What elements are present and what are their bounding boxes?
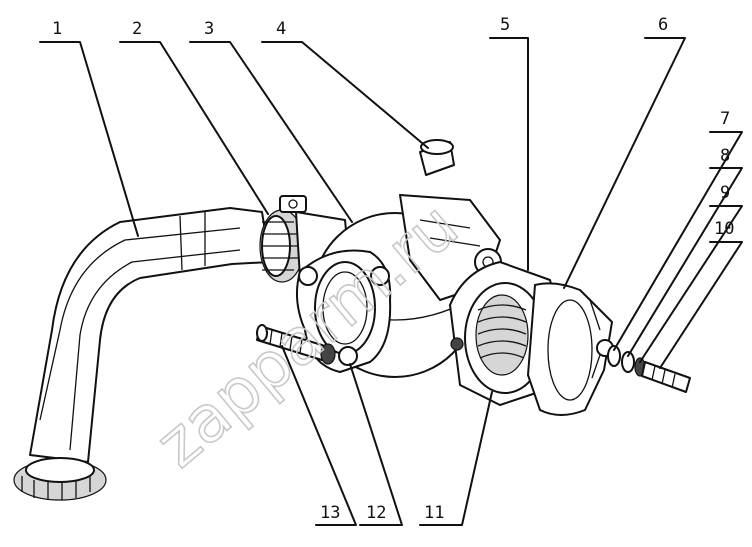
callout-13: 13 bbox=[320, 503, 340, 523]
thermostat-cover-part-6 bbox=[527, 282, 614, 416]
callout-7: 7 bbox=[720, 109, 730, 129]
callout-2: 2 bbox=[132, 19, 142, 39]
fastener-set-parts-7-10 bbox=[607, 345, 691, 393]
callout-8: 8 bbox=[720, 146, 730, 166]
stud-part-13 bbox=[256, 324, 336, 365]
callout-11: 11 bbox=[424, 503, 444, 523]
callout-10: 10 bbox=[714, 219, 734, 239]
hose-part-1 bbox=[13, 207, 271, 501]
callout-12: 12 bbox=[366, 503, 386, 523]
callout-5: 5 bbox=[500, 15, 510, 35]
callout-3: 3 bbox=[204, 19, 214, 39]
hose-clamp-part-2 bbox=[259, 195, 307, 283]
callout-9: 9 bbox=[720, 183, 730, 203]
callout-4: 4 bbox=[276, 19, 286, 39]
leader-lines bbox=[39, 37, 743, 526]
callout-1: 1 bbox=[52, 19, 62, 39]
flange-gasket-part-12 bbox=[295, 249, 392, 373]
callout-labels: 1 2 3 4 5 6 7 8 9 10 11 12 13 bbox=[52, 15, 734, 523]
callout-6: 6 bbox=[658, 15, 668, 35]
plug-part-4 bbox=[419, 139, 455, 176]
